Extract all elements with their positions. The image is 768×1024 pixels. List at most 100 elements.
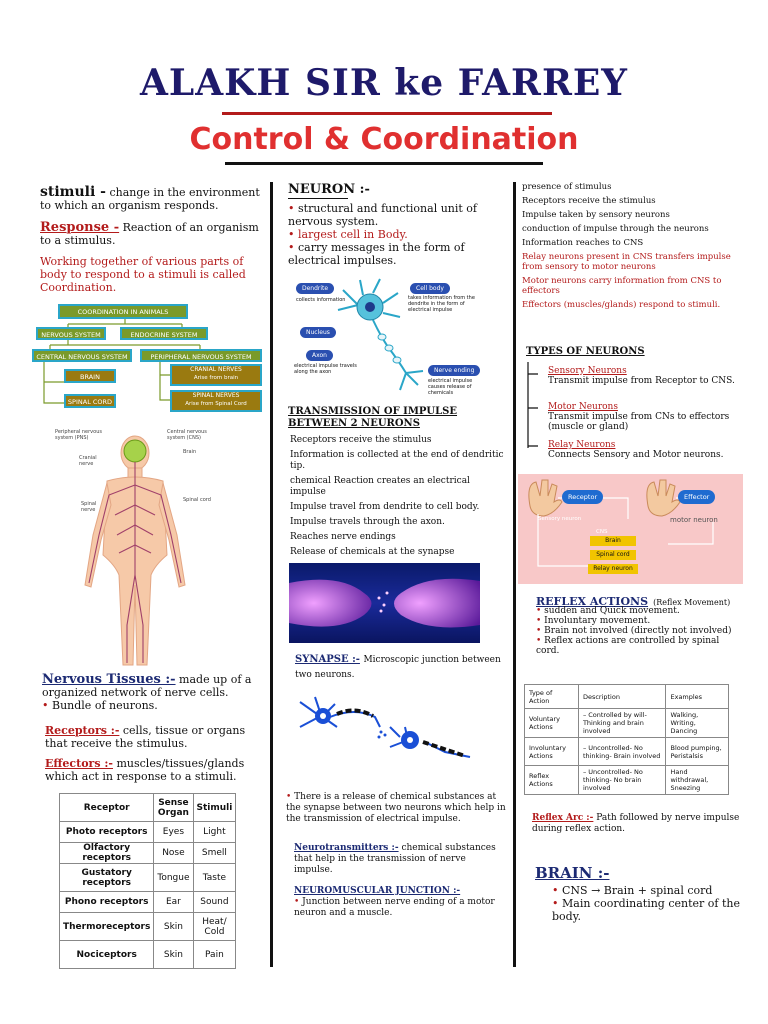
title-underline <box>222 112 552 115</box>
neuron-point: largest cell in Body. <box>288 228 508 241</box>
column-divider-left <box>270 182 273 967</box>
page-title: ALAKH SIR ke FARREY <box>139 62 629 104</box>
nervous-tissues-label: Nervous Tissues :- <box>42 672 176 687</box>
receptor-cell: Nociceptors <box>58 940 155 969</box>
neuron-illustration <box>337 278 424 391</box>
impulse-flow-step: Receptors receive the stimulus <box>522 196 656 206</box>
spinal-nerves-sub: Arise from Spinal Cord <box>185 401 247 407</box>
two-neurons-illustration <box>299 696 471 758</box>
transmission-step: Receptors receive the stimulus <box>290 435 432 445</box>
transmission-step: Release of chemicals at the synapse <box>290 547 455 557</box>
type-relay-desc: Connects Sensory and Motor neurons. <box>548 450 724 460</box>
stimuli-header: Stimuli <box>192 793 237 822</box>
reflex-heading-label: REFLEX ACTIONS <box>536 595 649 608</box>
sense-organ-cell: Nose <box>153 842 194 864</box>
flow-spinal-nerves: SPINAL NERVES Arise from Spinal Cord <box>170 390 262 412</box>
neuron-diagram: Dendrite collects information Cell body … <box>288 275 488 400</box>
receptors-text: cells, tissue or organs that receive the… <box>45 724 246 750</box>
type-relay-name: Relay Neurons <box>548 440 616 450</box>
type-motor: Motor Neurons Transmit impulse from CNs … <box>548 402 748 432</box>
types-of-neurons: Sensory Neurons Transmit impulse from Re… <box>527 362 750 462</box>
synapse-definition: SYNAPSE :- Microscopic junction between … <box>295 652 505 682</box>
action-table-row: Reflex Actions– Uncontrolled- No thinkin… <box>524 765 729 795</box>
synapse-label: SYNAPSE :- <box>295 654 360 665</box>
brain-point: CNS → Brain + spinal cord <box>552 884 742 897</box>
cranial-nerves-label: CRANIAL NERVES <box>190 366 242 373</box>
synapse-image <box>289 563 480 643</box>
reflex-point: Brain not involved (directly not involve… <box>536 626 736 636</box>
synapse-text: Microscopic junction between two neurons… <box>295 655 501 680</box>
brain-heading: BRAIN :- <box>535 864 610 882</box>
neurotransmitters-definition: Neurotransmitters :- chemical substances… <box>294 843 506 876</box>
neurotransmitters-label: Neurotransmitters :- <box>294 843 399 853</box>
type-sensory: Sensory Neurons Transmit impulse from Re… <box>548 366 748 386</box>
receptors-label: Receptors :- <box>45 724 120 737</box>
receptors-definition: Receptors :- cells, tissue or organs tha… <box>45 724 265 750</box>
stimuli-definition: stimuli - change in the environment to w… <box>40 184 268 212</box>
sense-organ-cell: Skin <box>153 912 194 941</box>
brain-points: CNS → Brain + spinal cord Main coordinat… <box>552 884 742 923</box>
flow-nervous: NERVOUS SYSTEM <box>36 327 106 340</box>
impulse-flow-step: presence of stimulus <box>522 182 612 192</box>
label-cns-diagram: CNS <box>596 529 608 535</box>
impulse-flow-step: Information reaches to CNS <box>522 238 644 248</box>
cranial-nerves-sub: Arise from brain <box>193 375 239 381</box>
nervous-tissues-definition: Nervous Tissues :- made up of a organize… <box>42 673 268 712</box>
brain-point: Main coordinating center of the body. <box>552 897 742 923</box>
label-dendrite: Dendrite <box>296 283 335 294</box>
spinal-nerves-label: SPINAL NERVES <box>192 392 240 399</box>
action-type-header: Type of Action <box>524 684 579 709</box>
coordination-flowchart: COORDINATION IN ANIMALS NERVOUS SYSTEM E… <box>30 300 270 415</box>
types-bracket <box>527 362 538 448</box>
impulse-flow-step: Impulse taken by sensory neurons <box>522 210 670 220</box>
neurons-illustration <box>295 692 475 767</box>
transmission-heading: TRANSMISSION OF IMPULSE BETWEEN 2 NEURON… <box>288 406 458 429</box>
action-desc-cell: – Uncontrolled- No thinking- Brain invol… <box>577 737 667 766</box>
label-effector: Effector <box>678 490 716 504</box>
sense-organ-cell: Ear <box>153 891 194 913</box>
label-relay-neuron-box: Relay neuron <box>588 564 638 574</box>
human-body-illustration <box>84 435 186 666</box>
action-table-row: Voluntary Actions– Controlled by will- T… <box>524 708 729 738</box>
label-nerve-ending-desc: electrical impulse causes release of che… <box>428 378 473 396</box>
label-receptor: Receptor <box>562 490 604 504</box>
reflex-point: Involuntary movement. <box>536 616 736 626</box>
receptor-cell: Phono receptors <box>58 891 155 913</box>
label-brain: Brain <box>183 449 197 455</box>
reflex-arc-illustration <box>528 479 714 567</box>
receptor-cell: Gustatory receptors <box>58 863 155 892</box>
stimuli-cell: Pain <box>192 940 237 969</box>
action-type-cell: Reflex Actions <box>524 765 579 795</box>
flow-root: COORDINATION IN ANIMALS <box>58 304 188 319</box>
sense-organ-cell: Skin <box>153 940 194 969</box>
flow-endocrine: ENDOCRINE SYSTEM <box>120 327 208 340</box>
nmj-text: Junction between nerve ending of a motor… <box>294 897 506 919</box>
stimuli-cell: Smell <box>192 842 237 864</box>
neurotransmitters-text: chemical substances that help in the tra… <box>294 843 496 875</box>
reflex-arc-text: Path followed by nerve impulse during re… <box>532 813 740 834</box>
stimuli-label: stimuli - <box>40 184 106 200</box>
type-motor-name: Motor Neurons <box>548 402 618 412</box>
label-sensory-neuron: Sensory neuron <box>538 516 582 522</box>
type-sensory-name: Sensory Neurons <box>548 366 627 376</box>
effectors-label: Effectors :- <box>45 757 113 770</box>
action-type-cell: Involuntary Actions <box>524 737 579 766</box>
nervous-tissues-bullet: Bundle of neurons. <box>42 699 268 712</box>
action-examples-header: Examples <box>665 684 729 709</box>
label-spinal-cord-box: Spinal cord <box>590 550 636 560</box>
stimuli-cell: Taste <box>192 863 237 892</box>
label-spinal-nerve: Spinal nerve <box>81 501 97 513</box>
label-axon: Axon <box>306 350 333 361</box>
page-subtitle: Control & Coordination <box>189 122 579 157</box>
coordination-definition: Working together of various parts of bod… <box>40 255 246 294</box>
neuron-point: carry messages in the form of electrical… <box>288 241 508 267</box>
action-types-table: Type of Action Description Examples Volu… <box>524 684 729 795</box>
transmission-step: Information is collected at the end of d… <box>290 450 504 471</box>
transmission-step: Impulse travels through the axon. <box>290 517 445 527</box>
label-cns: Central nervous system (CNS) <box>167 429 207 441</box>
transmission-step: Reaches nerve endings <box>290 532 396 542</box>
